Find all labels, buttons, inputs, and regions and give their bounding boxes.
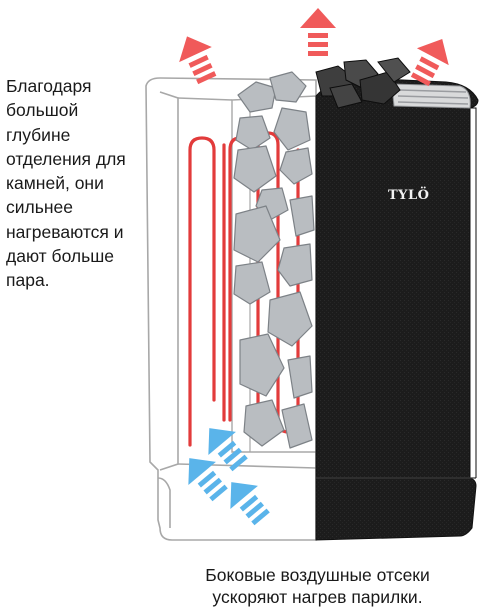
- cool-air-arrow-right: [230, 482, 270, 526]
- air-compartment-caption: Боковые воздушные отсеки ускоряют нагрев…: [205, 565, 430, 607]
- stone-depth-caption: Благодаря большой глубине отделения для …: [6, 76, 126, 291]
- hot-air-arrow-right: [410, 39, 449, 87]
- hot-air-arrow-center: [300, 8, 336, 56]
- cool-air-arrow-top: [208, 428, 248, 472]
- heater-top-grille: [391, 83, 471, 109]
- hot-air-arrow-left: [179, 36, 217, 85]
- heater-stones: [233, 71, 315, 449]
- heater-black-casing: [315, 77, 479, 541]
- brand-logo: TYLÖ: [388, 188, 430, 203]
- dark-top-stones: [315, 57, 411, 109]
- cool-air-arrow-left: [188, 458, 228, 502]
